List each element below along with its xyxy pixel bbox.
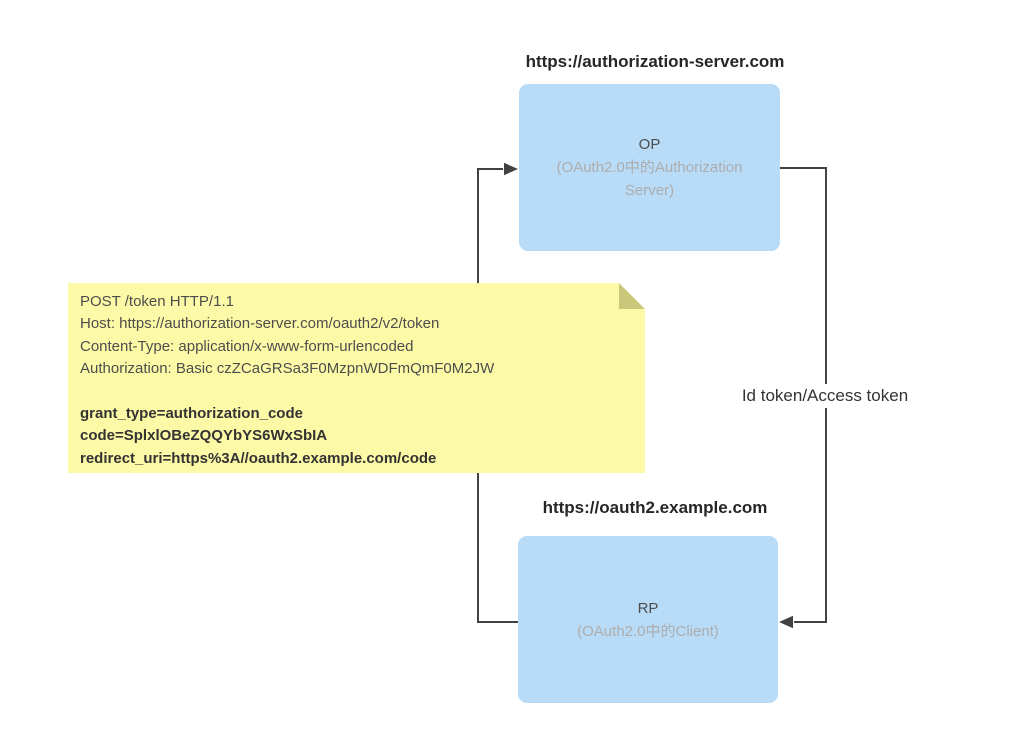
rp-url-title: https://oauth2.example.com: [542, 498, 768, 517]
note-line: Host: https://authorization-server.com/o…: [80, 315, 440, 333]
note-line: POST /token HTTP/1.1: [80, 293, 234, 310]
note-line: Content-Type: application/x-www-form-url…: [80, 337, 414, 355]
op-sublabel: (OAuth2.0中的Authorization Server): [556, 159, 743, 199]
note-line: redirect_uri=https%3A//oauth2.example.co…: [80, 449, 437, 467]
arrowhead-left-icon: [779, 615, 793, 629]
http-request-note: POST /token HTTP/1.1 Host: https://autho…: [68, 283, 645, 473]
op-url-title: https://authorization-server.com: [525, 52, 785, 71]
op-node: OP (OAuth2.0中的Authorization Server): [519, 84, 780, 251]
arrowhead-right-icon: [504, 162, 518, 176]
edge-label-id-token: Id token/Access token: [722, 384, 928, 408]
note-line: Authorization: Basic czZCaGRSa3F0MzpnWDF…: [80, 360, 495, 378]
note-line-blank: [80, 381, 633, 403]
rp-sublabel: (OAuth2.0中的Client): [577, 622, 719, 640]
op-label: OP: [638, 136, 661, 153]
rp-label: RP: [637, 599, 659, 617]
note-line: grant_type=authorization_code: [80, 405, 303, 423]
note-line: code=SplxlOBeZQQYbYS6WxSbIA: [80, 427, 328, 445]
rp-node: RP (OAuth2.0中的Client): [518, 536, 778, 703]
